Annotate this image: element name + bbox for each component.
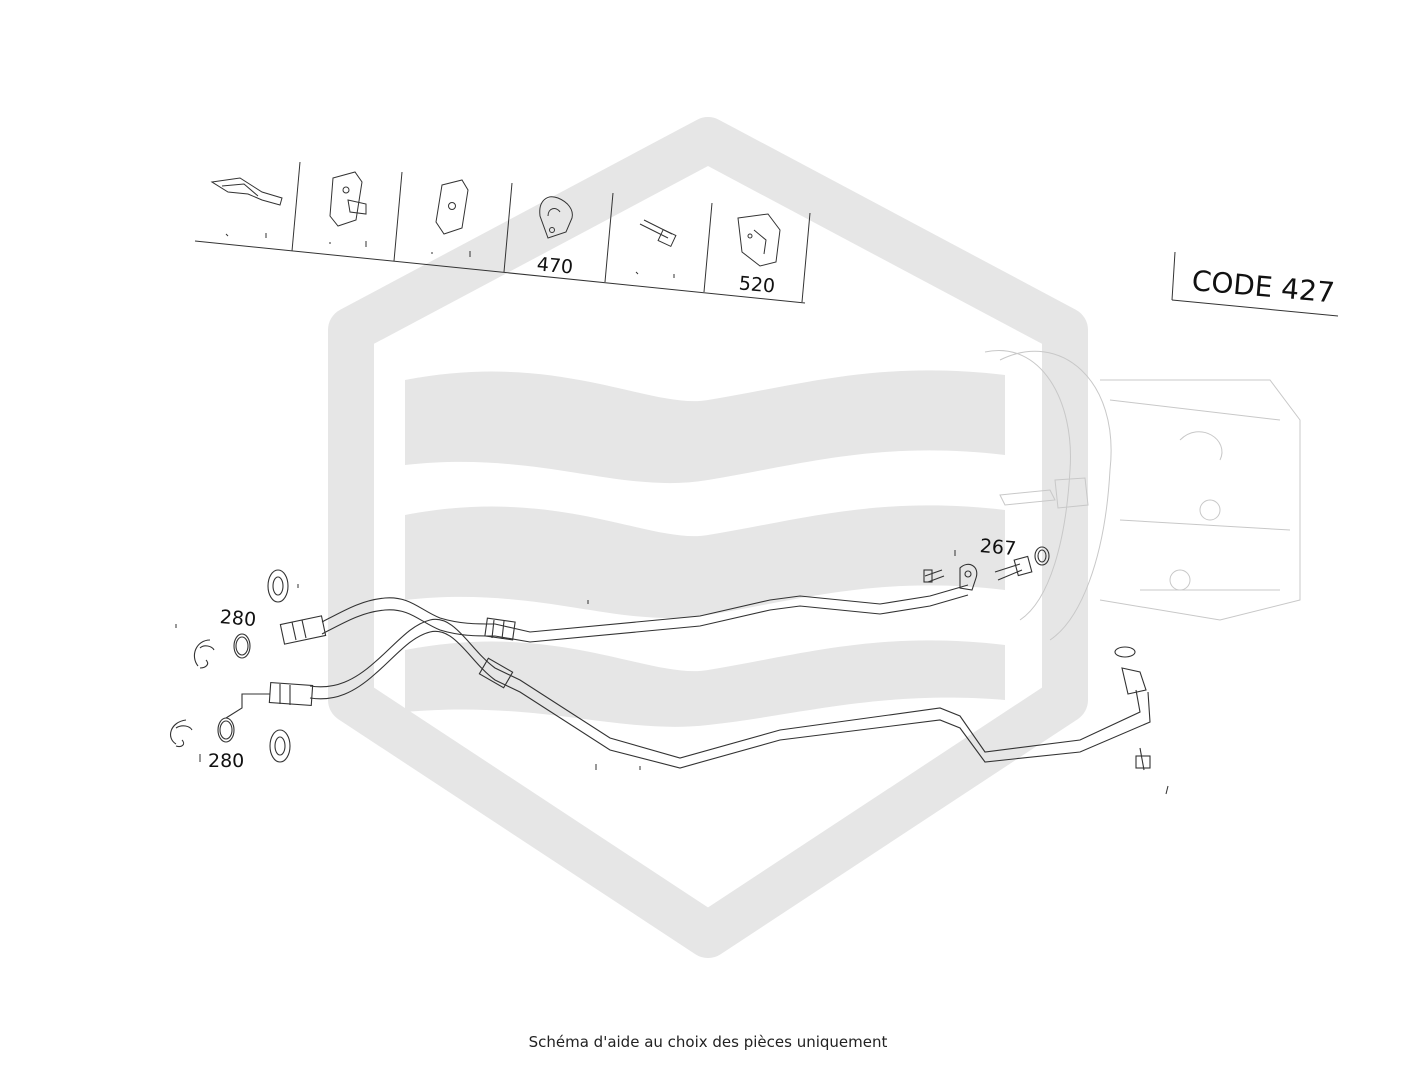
cooler-lines <box>268 546 1151 771</box>
clamp-part-icon <box>539 196 573 239</box>
ref-280-top-label: 280 <box>219 606 257 631</box>
retaining-clip-top <box>193 639 215 669</box>
seal-ring-267 <box>1034 546 1050 566</box>
pipe-end-fitting <box>1121 667 1147 695</box>
seal-ring-bottom <box>217 717 235 743</box>
upper-cooler-line <box>321 584 969 633</box>
header-divider <box>604 192 614 283</box>
bracket-part-icon <box>210 177 283 238</box>
transmission-housing <box>984 350 1301 641</box>
header-divider <box>393 171 403 262</box>
leader-ticks <box>175 550 1169 795</box>
leader-280-bottom <box>225 693 270 719</box>
parts-header-strip <box>194 161 811 304</box>
header-divider <box>703 202 713 293</box>
right-bolt <box>924 569 945 583</box>
footer-disclaimer: Schéma d'aide au choix des pièces unique… <box>528 1033 888 1051</box>
code-label-box <box>1171 251 1339 317</box>
ref-470-label: 470 <box>536 253 574 278</box>
header-divider <box>503 182 513 273</box>
bolt-part-icon <box>635 219 677 278</box>
lower-mid-fitting <box>478 657 514 689</box>
watermark-logo <box>328 117 1088 958</box>
upper-left-fitting <box>279 615 327 645</box>
bracket-with-stud-part-icon <box>329 171 367 247</box>
union-nut-bottom <box>269 729 291 763</box>
left-connectors <box>170 569 291 763</box>
retaining-clip-bottom <box>170 719 193 748</box>
lower-left-fitting <box>268 681 314 707</box>
seal-ring-top <box>233 633 251 659</box>
ref-520-label: 520 <box>738 272 776 297</box>
code-label: CODE 427 <box>1191 264 1337 309</box>
upper-mid-fitting <box>484 617 516 641</box>
header-divider <box>291 161 301 252</box>
ref-267-label: 267 <box>979 535 1017 560</box>
holder-bracket-part-icon <box>737 213 781 267</box>
lower-right-bolt <box>1139 747 1145 771</box>
header-divider <box>801 212 811 303</box>
banjo-fitting <box>959 563 978 591</box>
lower-cooler-line <box>309 618 1141 759</box>
bracket-plate-part-icon <box>431 179 471 257</box>
ref-280-bottom-label: 280 <box>208 750 244 772</box>
header-baseline <box>194 240 806 304</box>
union-nut-top <box>267 569 289 603</box>
